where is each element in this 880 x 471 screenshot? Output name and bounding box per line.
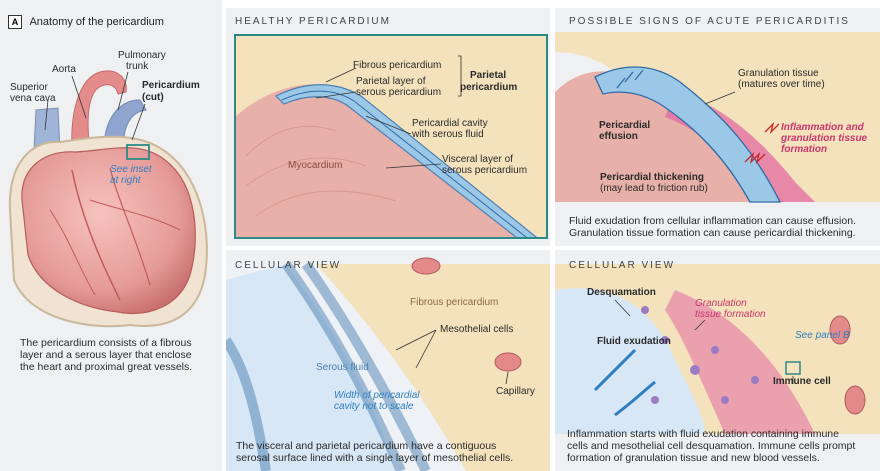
myocardium-area (236, 84, 532, 237)
label-see-inset: See inset (110, 164, 152, 175)
label-immune-cell: Immune cell (773, 376, 831, 387)
label-width: Width of pericardial (334, 390, 420, 401)
acute-layers-illustration (555, 32, 880, 203)
label-serous-pericardium: serous pericardium (356, 87, 442, 98)
label-see-panel-b: See panel B (795, 330, 850, 341)
label-tissue-formation: tissue formation (695, 309, 766, 320)
label-pulmonary: Pulmonary (118, 50, 166, 61)
inset-box (126, 144, 150, 160)
panel-cellular-healthy: CELLULAR VIEW Fibrous pericardium Mesoth… (226, 250, 550, 471)
panel-a-badge: A (8, 15, 22, 29)
aorta (71, 70, 127, 151)
label-superior: Superior (10, 82, 48, 93)
label-granulation: Granulation tissue (738, 68, 819, 79)
fibrous-layer-cell (316, 264, 550, 471)
serous-area-acute (555, 288, 705, 434)
label-visceral: Visceral layer of (442, 154, 513, 165)
serous-fluid-area (226, 264, 396, 471)
cellular-acute-illustration (555, 264, 880, 434)
myocardium-area-acute (555, 71, 785, 203)
label-effusion: effusion (599, 131, 638, 142)
label-pericardium: Pericardium (142, 80, 200, 91)
label-not-to-scale: cavity not to scale (334, 401, 414, 412)
panel-acute-signs: POSSIBLE SIGNS OF ACUTE PERICARDITIS Gra… (555, 8, 880, 246)
label-vena-cava: vena cava (10, 93, 56, 104)
granulation-tissue-acute (665, 290, 815, 434)
label-inflammation: Inflammation and (781, 122, 864, 133)
label-fibrous: Fibrous pericardium (353, 60, 442, 71)
cellular-acute-caption: Inflammation starts with fluid exudation… (567, 428, 856, 464)
label-trunk: trunk (126, 61, 149, 72)
cellular-acute-header: CELLULAR VIEW (569, 260, 676, 271)
label-parietal-pericardium: pericardium (460, 82, 518, 93)
label-at-right: at right (110, 175, 141, 186)
label-serous-fluid-cell: Serous fluid (316, 362, 369, 373)
effusion-layer (594, 66, 782, 203)
label-fluid-exudation: Fluid exudation (597, 336, 671, 347)
cellular-healthy-illustration (226, 257, 550, 471)
label-cavity: Pericardial cavity (412, 118, 488, 129)
healthy-frame: Fibrous pericardium Parietal layer of se… (234, 34, 548, 239)
panel-b-box (785, 361, 801, 375)
label-parietal-layer: Parietal layer of (356, 76, 426, 87)
healthy-layers-illustration (236, 36, 546, 237)
label-desquamation: Desquamation (587, 287, 656, 298)
panel-cellular-acute: CELLULAR VIEW Desquamation Granulation t… (555, 250, 880, 471)
signs-header: POSSIBLE SIGNS OF ACUTE PERICARDITIS (569, 16, 850, 27)
label-granulation-acute: Granulation (695, 298, 747, 309)
label-cut: (cut) (142, 92, 164, 103)
panel-healthy-pericardium: HEALTHY PERICARDIUM Fibrous pericardium … (226, 8, 550, 246)
label-pericardial: Pericardial (599, 120, 651, 131)
signs-caption: Fluid exudation from cellular inflammati… (569, 215, 856, 239)
label-fibrous-cell: Fibrous pericardium (410, 297, 499, 308)
label-granulation-tissue: granulation tissue (781, 133, 868, 144)
label-myocardium: Myocardium (288, 160, 343, 171)
label-friction-rub: (may lead to friction rub) (600, 183, 708, 194)
label-capillary: Capillary (496, 386, 535, 397)
panel-a-title: Anatomy of the pericardium (29, 16, 164, 28)
cellular-healthy-header: CELLULAR VIEW (235, 260, 342, 271)
panel-a-caption: The pericardium consists of a fibrous la… (20, 337, 193, 373)
panel-anatomy: A Anatomy of the pericardium Superior ve… (0, 0, 222, 471)
label-serous-fluid: with serous fluid (412, 129, 484, 140)
label-matures: (matures over time) (738, 79, 825, 90)
heart-illustration (8, 70, 208, 328)
label-visceral-serous: serous pericardium (442, 165, 528, 176)
label-mesothelial: Mesothelial cells (440, 324, 514, 335)
cellular-healthy-caption: The visceral and parietal pericardium ha… (236, 440, 514, 464)
heart (21, 147, 196, 314)
healthy-header: HEALTHY PERICARDIUM (235, 16, 391, 27)
serous-layer (274, 84, 537, 237)
capillary (494, 352, 522, 372)
label-thickening: Pericardial thickening (600, 172, 704, 183)
label-formation: formation (781, 144, 828, 155)
label-parietal: Parietal (470, 70, 507, 81)
label-aorta: Aorta (52, 64, 76, 75)
panel-a-title-bar: A Anatomy of the pericardium (8, 12, 164, 29)
